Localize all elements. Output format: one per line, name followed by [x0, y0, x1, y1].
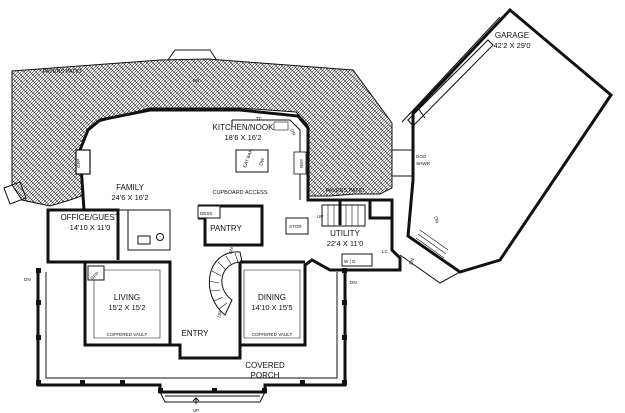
kitchen-name: KITCHEN/NOOK — [213, 123, 275, 132]
utility-walls — [308, 198, 392, 225]
office-name: OFFICE/GUEST — [60, 213, 119, 222]
dn-lc: DN — [408, 257, 415, 265]
dn-right: DN — [350, 280, 357, 285]
sink-office — [137, 235, 151, 245]
up-utility: UP — [317, 214, 323, 219]
dn-left: DN — [24, 277, 31, 282]
spiral-stair-treads — [208, 252, 239, 310]
toilet-office — [156, 233, 164, 241]
utility-name: UTILITY — [330, 229, 360, 238]
coffered-vault-dining: COFFERED VAULT — [252, 332, 293, 337]
kitchen-dims: 18'6 X 16'2 — [224, 133, 261, 142]
ref-label: REF — [299, 159, 304, 168]
refrigerator — [293, 151, 307, 175]
coffered-vault-living: COFFERED VAULT — [107, 332, 148, 337]
dog-shower[interactable] — [391, 149, 413, 177]
utility-stair[interactable] — [321, 204, 366, 227]
garage-outline[interactable] — [406, 7, 613, 274]
patio-firepit — [3, 181, 27, 205]
dining-dims: 14'10 X 15'5 — [251, 303, 292, 312]
tc-label: TC — [256, 116, 263, 121]
dining-walls — [238, 260, 305, 345]
dn-top: DN — [193, 78, 200, 83]
storage — [285, 217, 309, 235]
living-vault — [93, 269, 161, 339]
up-bottom: UP — [193, 408, 199, 413]
wd-label: W | D — [344, 259, 356, 264]
range-top — [273, 121, 289, 131]
workbench-label: WORKBENCH — [429, 71, 454, 96]
pavers-patio — [11, 58, 393, 207]
patio-bumpout — [167, 49, 217, 61]
living-name: LIVING — [114, 293, 140, 302]
entry-name: ENTRY — [182, 329, 210, 338]
up-arrow-icon — [192, 397, 200, 404]
family-dims: 24'6 X 16'2 — [111, 193, 148, 202]
house-outline — [46, 108, 402, 360]
porch-line2: PORCH — [251, 371, 280, 380]
desk[interactable] — [197, 205, 221, 219]
office-dims: 14'10 X 11'0 — [70, 223, 111, 232]
fireplace-living — [87, 265, 105, 281]
living-walls — [85, 260, 172, 345]
workbench — [407, 39, 494, 127]
porch-line1: COVERED — [245, 361, 285, 370]
dining-name: DINING — [258, 293, 286, 302]
lc-label: LC — [382, 249, 389, 254]
garage-dims: 42'2 X 29'0 — [493, 41, 530, 50]
desk-label: DESK — [200, 211, 213, 216]
bath-office — [118, 209, 171, 251]
porch-steps[interactable] — [159, 391, 266, 403]
porch-inner — [45, 272, 338, 379]
dn-patio: DN — [289, 128, 297, 136]
gfp-left: GFP — [89, 271, 99, 281]
spiral-stair[interactable] — [209, 251, 243, 316]
porch-columns — [36, 268, 347, 393]
garage-steps — [415, 229, 449, 259]
pantry-name: PANTRY — [210, 224, 242, 233]
utility-dims: 22'4 X 11'0 — [327, 239, 364, 248]
family-name: FAMILY — [116, 183, 145, 192]
cupboard-access-label: CUPBOARD ACCESS — [212, 190, 267, 196]
kitchen-island[interactable] — [235, 149, 269, 173]
garage-inner-wall — [401, 16, 501, 123]
living-dims: 15'2 X 15'2 — [108, 303, 145, 312]
utility-stair-treads — [327, 205, 359, 226]
gfp-top: GFP — [76, 159, 81, 168]
eat-bar-label: EAT BAR — [242, 148, 254, 168]
dn-garage: DN — [433, 216, 440, 224]
fireplace-family — [75, 149, 91, 175]
stor-label: STOR — [289, 224, 302, 229]
dining-vault — [243, 269, 301, 339]
garage-stair-landing — [399, 235, 461, 284]
shwr-label: SHWR — [416, 161, 431, 166]
dw-label: DW — [258, 157, 266, 167]
pavers-patio-right: PAVERS PATIO — [326, 188, 365, 194]
up-stair: UP — [216, 311, 223, 319]
garage-name: GARAGE — [495, 31, 529, 40]
pavers-patio-top: PAVERS PATIO — [43, 69, 82, 75]
dog-label: DOG — [416, 154, 427, 159]
dn-stair: DN — [228, 247, 234, 254]
washer-dryer[interactable] — [341, 253, 373, 267]
